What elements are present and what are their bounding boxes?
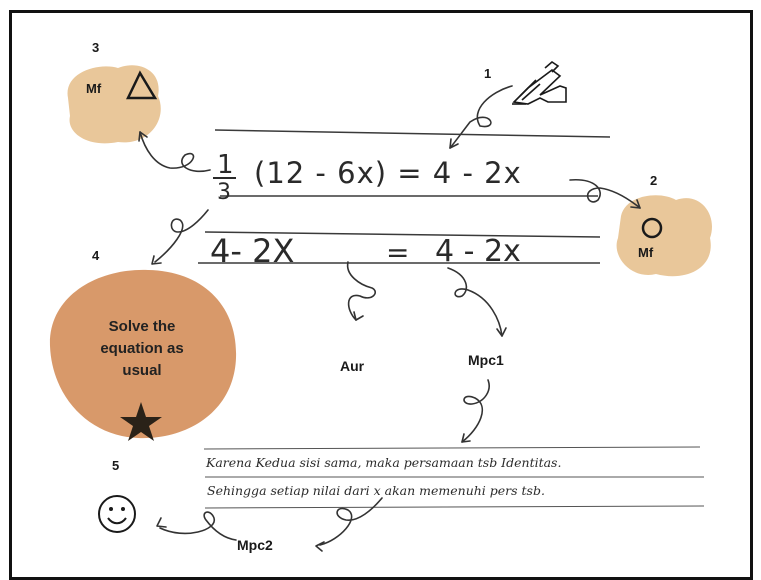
step4-text-line2: equation as xyxy=(100,340,184,357)
arrow-to-step4 xyxy=(154,209,209,263)
equation-line2-equals: = xyxy=(386,236,410,269)
arrowhead xyxy=(630,199,641,209)
ruled-line-3 xyxy=(204,231,601,238)
arrow-note-to-mpc2 xyxy=(319,497,383,546)
note-line-1 xyxy=(203,446,701,450)
step4-number: 4 xyxy=(92,248,100,263)
arrowhead xyxy=(315,541,325,552)
equation-line2-right: 4 - 2x xyxy=(435,234,521,269)
code-mpc2: Mpc2 xyxy=(237,537,273,553)
arrow-to-step2 xyxy=(569,179,641,209)
step2-number: 2 xyxy=(650,173,658,188)
step3-code: Mf xyxy=(86,81,102,96)
blob-step2 xyxy=(616,195,712,277)
arrowhead xyxy=(151,255,162,265)
equation-line1: (12 - 6x) = 4 - 2x xyxy=(254,156,522,190)
arrow-mpc1-to-note xyxy=(461,379,490,443)
equation-line2-left: 4- 2X xyxy=(210,232,295,270)
blob-step4 xyxy=(49,269,237,441)
star-icon xyxy=(120,402,162,441)
arrow-mpc2-to-step5 xyxy=(159,511,237,541)
step4-text: Solve the equation as usual xyxy=(38,316,246,382)
step4-text-line3: usual xyxy=(122,362,162,379)
arrowhead xyxy=(138,131,148,142)
equation-fraction-denominator: 3 xyxy=(217,180,231,205)
code-aur: Aur xyxy=(340,358,365,374)
note-line-3 xyxy=(204,505,705,509)
step1-number: 1 xyxy=(484,66,492,81)
code-mpc1: Mpc1 xyxy=(468,352,504,368)
triangle-icon xyxy=(126,70,158,100)
note-line2: Sehingga setiap nilai dari x akan memenu… xyxy=(207,483,545,498)
note-line1: Karena Kedua sisi sama, maka persamaan t… xyxy=(206,455,562,470)
step5-number: 5 xyxy=(112,458,120,473)
arrow-to-step3 xyxy=(139,131,211,173)
smiley-icon xyxy=(98,495,136,533)
circle-icon xyxy=(641,217,663,239)
arrowhead xyxy=(156,517,167,528)
step2-code: Mf xyxy=(638,245,654,260)
arrow-1-to-equation xyxy=(449,85,513,149)
arrowhead xyxy=(461,433,471,443)
arrow-to-mpc1 xyxy=(447,267,503,337)
blob-step3 xyxy=(67,65,161,144)
ruled-line-1 xyxy=(214,129,611,138)
equation-fraction-numerator: 1 xyxy=(217,150,234,180)
arrowhead xyxy=(449,138,459,149)
arrowhead xyxy=(496,327,507,337)
step4-text-line1: Solve the xyxy=(108,318,176,335)
arrow-to-aur xyxy=(346,261,376,321)
step3-number: 3 xyxy=(92,40,100,55)
arrowhead xyxy=(353,311,364,321)
hand-writing-icon xyxy=(512,60,567,105)
